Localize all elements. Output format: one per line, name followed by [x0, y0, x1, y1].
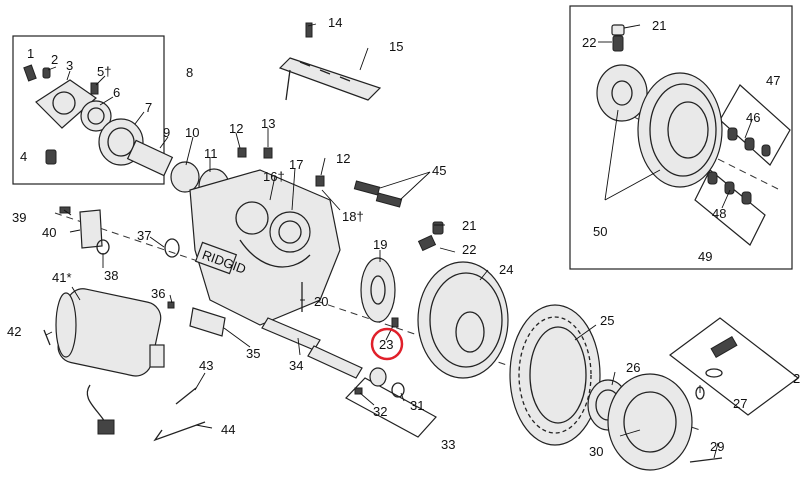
- callout-41: 41*: [52, 270, 72, 285]
- callout-16: 16†: [263, 169, 285, 184]
- callout-40: 40: [42, 225, 56, 240]
- callout-19: 19: [373, 237, 387, 252]
- callout-47: 47: [766, 73, 780, 88]
- callout-36: 36: [151, 286, 165, 301]
- callout-27: 27: [733, 396, 747, 411]
- callout-43: 43: [199, 358, 213, 373]
- callout-labels: 1 2 3 4 5† 6 7 8 9 10 11 12 13 14 15 16†…: [7, 15, 800, 459]
- callout-32: 32: [373, 404, 387, 419]
- bracket-49: [694, 169, 766, 246]
- callout-24: 24: [499, 262, 513, 277]
- callout-12a: 12: [229, 121, 243, 136]
- callout-26: 26: [626, 360, 640, 375]
- callout-44: 44: [221, 422, 235, 437]
- callout-35: 35: [246, 346, 260, 361]
- inset-box-8: [12, 35, 165, 185]
- callout-21: 21: [462, 218, 476, 233]
- callout-8: 8: [186, 65, 193, 80]
- callout-25: 25: [600, 313, 614, 328]
- inset-8-parts: [23, 64, 144, 166]
- callout-22: 22: [462, 242, 476, 257]
- callout-50: 50: [593, 224, 607, 239]
- callout-7: 7: [145, 100, 152, 115]
- callout-3: 3: [66, 58, 73, 73]
- callout-39: 39: [12, 210, 26, 225]
- callout-12b: 12: [336, 151, 350, 166]
- highlight-circle-23: [370, 327, 404, 361]
- callout-45: 45: [432, 163, 446, 178]
- callout-49: 49: [698, 249, 712, 264]
- callout-31: 31: [410, 398, 424, 413]
- callout-9: 9: [163, 125, 170, 140]
- callout-20: 20: [314, 294, 328, 309]
- callout-37: 37: [137, 228, 151, 243]
- callout-14: 14: [328, 15, 342, 30]
- callout-28: 28: [793, 371, 800, 386]
- callout-29: 29: [710, 439, 724, 454]
- callout-13: 13: [261, 116, 275, 131]
- callout-11: 11: [204, 146, 218, 161]
- bracket-47: [719, 84, 791, 166]
- callout-4: 4: [20, 149, 27, 164]
- callout-10: 10: [185, 125, 199, 140]
- inset-right-parts: [596, 24, 771, 205]
- callout-17: 17: [289, 157, 303, 172]
- callout-2: 2: [51, 52, 58, 67]
- callout-46: 46: [746, 110, 760, 125]
- inset-box-right: [569, 5, 793, 270]
- bracket-33: [345, 377, 437, 438]
- callout-42: 42: [7, 324, 21, 339]
- callout-1: 1: [27, 46, 34, 61]
- callout-15: 15: [389, 39, 403, 54]
- callout-33: 33: [441, 437, 455, 452]
- leader-lines: [45, 23, 753, 459]
- callout-22-inset: 22: [582, 35, 596, 50]
- bracket-28: [669, 317, 799, 416]
- callout-5: 5†: [97, 64, 111, 79]
- callout-48: 48: [712, 206, 726, 221]
- callout-6: 6: [113, 85, 120, 100]
- callout-21-inset: 21: [652, 18, 666, 33]
- callout-23: 23: [379, 337, 393, 352]
- callout-38: 38: [104, 268, 118, 283]
- main-parts: [43, 22, 738, 471]
- callout-30: 30: [589, 444, 603, 459]
- callout-34: 34: [289, 358, 303, 373]
- callout-18: 18†: [342, 209, 364, 224]
